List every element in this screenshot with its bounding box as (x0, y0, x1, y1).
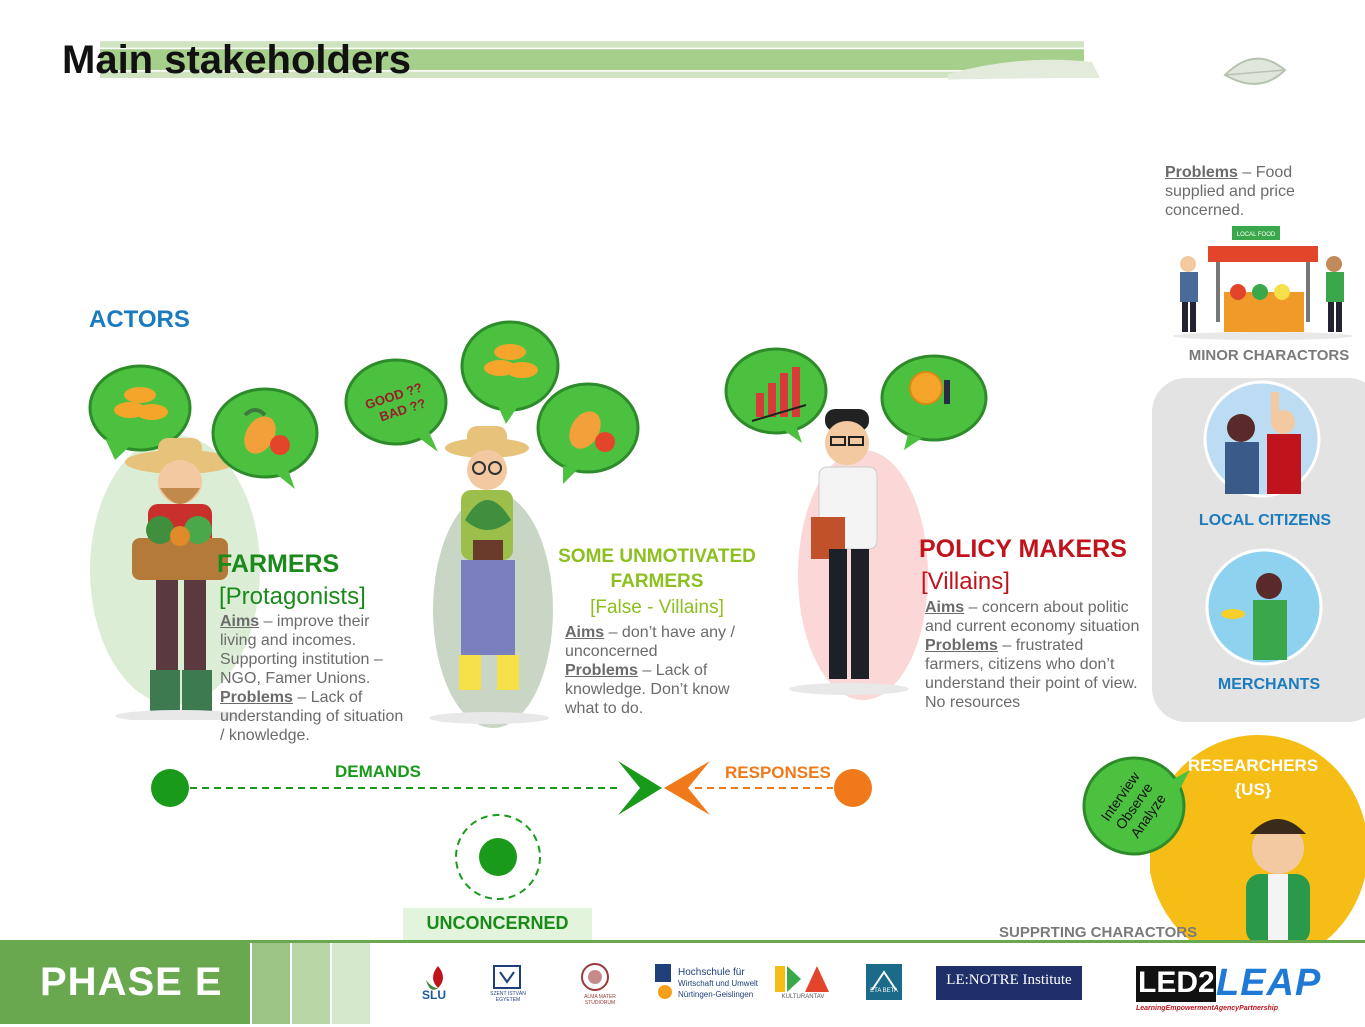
demands-label: DEMANDS (335, 762, 421, 781)
farmers-role: [Protagonists] (219, 583, 366, 610)
hfwu-line1: Hochschule für (678, 967, 745, 978)
merchants-label: MERCHANTS (1217, 676, 1321, 693)
researchers-heading-line2: {US} (1234, 780, 1272, 799)
szent-istvan-logo-text: SZENT ISTVÁN EGYETEM (490, 991, 526, 1003)
led2-logo-box (1136, 966, 1216, 1002)
local-citizens-label: LOCAL CITIZENS (1198, 512, 1332, 529)
policy-maker-illustration (789, 409, 928, 700)
growth-chart-bubble-icon (724, 347, 828, 443)
phase-label: PHASE E (40, 960, 223, 1004)
title-band (100, 41, 1100, 80)
coins-bubble-icon-2 (460, 320, 560, 424)
eta-beta-logo-icon (866, 964, 902, 1000)
bologna-logo-icon (581, 963, 609, 991)
actors-label: ACTORS (89, 306, 190, 333)
farmers-problems-text: – Lack of understanding of situation / k… (220, 689, 404, 744)
unmotivated-problems-label: Problems (565, 662, 638, 679)
hfwu-logo-icon (655, 964, 672, 999)
vegetables-bubble-icon-2 (536, 382, 640, 484)
lenotre-logo-text: LE:NOTRE Institute (946, 972, 1072, 988)
unmotivated-aims-text: – don’t have any / unconcerned (565, 624, 735, 660)
leap-logo-text: LEAP (1216, 962, 1322, 1004)
page-title: Main stakeholders (62, 38, 412, 82)
minor-problems: Problems – Food supplied and price conce… (1165, 163, 1325, 220)
slu-logo-icon (426, 966, 443, 990)
unmotivated-problems-text: – Lack of knowledge. Don’t know what to … (565, 662, 730, 717)
farmers-heading: FARMERS (217, 550, 340, 578)
flow-diagram (151, 761, 872, 900)
farmer-illustration (88, 364, 260, 720)
policy-description: Aims – concern about politic and current… (925, 598, 1140, 712)
farmers-aims-text: – improve their living and incomes. Supp… (220, 613, 383, 687)
led2-logo-subtitle: LearningEmpowermentAgencyPartnership (1136, 1005, 1278, 1012)
farmers-problems-label: Problems (220, 689, 293, 706)
hfwu-line3: Nürtingen-Geislingen (678, 990, 754, 999)
researchers-circle (1150, 735, 1365, 940)
phase-box (0, 943, 250, 1024)
led2-logo-text: LED2 (1138, 966, 1215, 999)
policy-problems-text: – frustrated farmers, citizens who don’t… (925, 637, 1138, 711)
coins-bubble-icon (88, 364, 192, 460)
demands-arrow (618, 761, 662, 815)
lenotre-logo (936, 966, 1082, 1000)
minor-characters-label: MINOR CHARACTORS (1188, 347, 1350, 364)
policy-aims-text: – concern about politic and current econ… (925, 599, 1140, 635)
minor-problems-label: Problems (1165, 164, 1238, 181)
footer-stripe-2 (292, 943, 330, 1024)
coin-push-bubble-icon (880, 354, 988, 450)
local-citizens-avatar (1203, 380, 1321, 498)
market-sign (1232, 226, 1280, 240)
eta-beta-logo-text: ETA BETA (870, 988, 898, 994)
minor-problems-text: – Food supplied and price concerned. (1165, 164, 1295, 219)
unconcerned-label: UNCONCERNED (426, 913, 569, 933)
good-bad-bubble-icon: GOOD ?? BAD ?? (344, 358, 448, 452)
merchants-avatar (1205, 548, 1323, 666)
farmers-aims-label: Aims (220, 613, 260, 630)
unconcerned-box (403, 908, 592, 940)
unmotivated-heading-line2: FARMERS (610, 571, 704, 592)
supporting-characters-label: SUPPRTING CHARACTORS (999, 924, 1198, 941)
bologna-logo-text: ALMA MATER STUDIORUM (584, 994, 616, 1006)
slu-logo-text: SLU (422, 988, 446, 1002)
kulturantav-logo-text: KULTURANTAV (781, 994, 825, 1000)
unconcerned-node (479, 838, 517, 876)
researchers-heading-line1: RESEARCHERS (1187, 756, 1319, 775)
unmotivated-farmer-illustration (429, 426, 553, 728)
market-sign-text: LOCAL FOOD (1237, 232, 1276, 238)
policy-heading: POLICY MAKERS (919, 535, 1127, 563)
unconcerned-outer-ring (455, 814, 541, 900)
hfwu-line2: Wirtschaft und Umwelt (678, 979, 759, 988)
responses-label: RESPONSES (725, 763, 831, 782)
unmotivated-description: Aims – don’t have any / unconcerned Prob… (565, 623, 760, 718)
unmotivated-aims-label: Aims (565, 624, 605, 641)
demands-node (151, 769, 189, 807)
farmers-description: Aims – improve their living and incomes.… (220, 612, 405, 745)
policy-aims-label: Aims (925, 599, 965, 616)
local-market-illustration: LOCAL FOOD (1173, 226, 1353, 340)
szent-istvan-logo-icon (493, 965, 521, 989)
footer-stripe-1 (252, 943, 290, 1024)
policy-role: [Villains] (921, 568, 1010, 595)
unmotivated-role: [False - Villains] (590, 597, 724, 618)
vegetables-bubble-icon (211, 387, 319, 489)
footer-stripe-3 (332, 943, 370, 1024)
kulturantav-logo-icon (775, 966, 829, 992)
responses-node (834, 769, 872, 807)
leaf-icon (1223, 57, 1287, 85)
policy-problems-label: Problems (925, 637, 998, 654)
unmotivated-heading-line1: SOME UNMOTIVATED (558, 546, 756, 567)
responses-arrow (664, 761, 710, 815)
interview-bubble-icon: Interview Observe Analyze (1082, 756, 1190, 856)
